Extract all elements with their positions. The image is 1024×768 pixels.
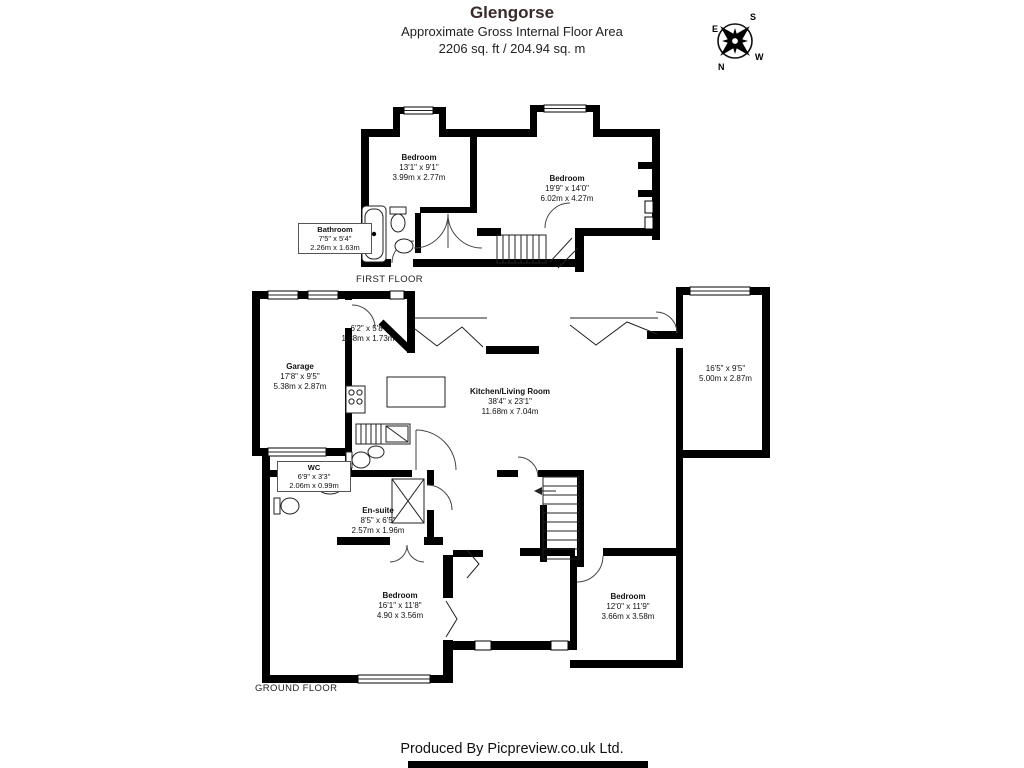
- room-label-garage: Garage 17'8" x 9'5" 5.38m x 2.87m: [255, 362, 345, 392]
- compass-north-label: N: [718, 62, 725, 72]
- first-floor-label: FIRST FLOOR: [356, 274, 424, 285]
- room-name: Kitchen/Living Room: [470, 387, 550, 396]
- room-name: Bedroom: [382, 591, 418, 600]
- first-floor-stairs: [496, 234, 579, 269]
- toilet-icon: [389, 206, 407, 233]
- wc-sink-icon: [367, 445, 385, 459]
- room-size-imperial: 13'1" x 9'1": [399, 163, 439, 172]
- room-size-imperial: 19'9" x 14'0": [545, 184, 589, 193]
- room-size-imperial: 7'5" x 5'4": [318, 234, 352, 243]
- ground-floor-windows: [267, 286, 751, 684]
- ensuite-toilet-icon: [273, 497, 300, 515]
- ground-floor-label: GROUND FLOOR: [255, 683, 338, 694]
- room-label-gf-bedroom-1: Bedroom 16'1" x 11'8" 4.90 x 3.56m: [340, 591, 460, 621]
- room-label-right-room: 16'5" x 9'5" 5.00m x 2.87m: [678, 364, 773, 384]
- room-size-imperial: 16'5" x 9'5": [705, 364, 746, 373]
- room-label-gf-bedroom-2: Bedroom 12'0" x 11'9" 3.66m x 3.58m: [568, 592, 688, 622]
- room-name: WC: [307, 463, 321, 472]
- room-name: Bedroom: [549, 174, 585, 183]
- room-size-metric: 6.02m x 4.27m: [540, 194, 594, 203]
- room-label-bathroom: Bathroom 7'5" x 5'4" 2.26m x 1.63m: [298, 223, 372, 254]
- room-name: Garage: [286, 362, 314, 371]
- room-size-metric: 11.68m x 7.04m: [481, 407, 539, 416]
- bottom-bar: [408, 761, 648, 768]
- room-label-ensuite: En-suite 8'5" x 6'5" 2.57m x 1.96m: [328, 506, 428, 536]
- room-name: Bedroom: [401, 153, 437, 162]
- ground-floor-plan: [252, 286, 770, 684]
- room-size-metric: 1.88m x 1.73m: [341, 334, 395, 343]
- room-size-imperial: 17'8" x 9'5": [280, 372, 320, 381]
- ground-floor-stairs: [534, 476, 580, 560]
- room-size-metric: 3.66m x 3.58m: [601, 612, 655, 621]
- room-size-metric: 2.26m x 1.63m: [310, 243, 360, 252]
- room-size-imperial: 38'4" x 23'1": [488, 397, 532, 406]
- room-size-metric: 5.38m x 2.87m: [273, 382, 327, 391]
- sink-icon: [394, 238, 414, 254]
- kitchen-sink-unit: [355, 423, 411, 445]
- room-size-imperial: 8'5" x 6'5": [360, 516, 396, 525]
- producer-credit: Produced By Picpreview.co.uk Ltd.: [400, 741, 624, 757]
- room-size-metric: 5.00m x 2.87m: [699, 374, 752, 383]
- room-name: Bedroom: [610, 592, 646, 601]
- room-size-imperial: 12'0" x 11'9": [606, 602, 650, 611]
- kitchen-island: [386, 376, 446, 408]
- room-name: Bathroom: [317, 225, 353, 234]
- page-title: Glengorse: [469, 3, 555, 22]
- compass-east-label: E: [712, 24, 718, 34]
- room-label-ff-bedroom-2: Bedroom 19'9" x 14'0" 6.02m x 4.27m: [507, 174, 627, 204]
- room-label-ff-bedroom-1: Bedroom 13'1" x 9'1" 3.99m x 2.77m: [359, 153, 479, 183]
- compass-rose-icon: S E W N: [712, 12, 764, 72]
- compass-west-label: W: [755, 52, 764, 62]
- first-floor-windows: [403, 104, 654, 230]
- room-size-imperial: 6'2" x 5'8": [350, 324, 386, 333]
- shower-icon: [391, 478, 425, 524]
- room-size-metric: 2.57m x 1.96m: [351, 526, 405, 535]
- floor-area-value: 2206 sq. ft / 204.94 sq. m: [438, 41, 586, 56]
- ground-floor-doors: [351, 304, 678, 583]
- room-label-kitchen-living: Kitchen/Living Room 38'4" x 23'1" 11.68m…: [440, 387, 580, 417]
- first-floor-doors: [391, 202, 571, 264]
- room-size-metric: 4.90 x 3.56m: [376, 611, 424, 620]
- room-size-metric: 3.99m x 2.77m: [392, 173, 446, 182]
- first-floor-plan: [361, 104, 660, 272]
- room-size-imperial: 6'9" x 3'3": [297, 472, 331, 481]
- stove-icon: [345, 385, 366, 414]
- page-subtitle: Approximate Gross Internal Floor Area: [401, 24, 623, 39]
- compass-south-label: S: [750, 12, 756, 22]
- room-name: En-suite: [362, 506, 394, 515]
- room-size-metric: 2.06m x 0.99m: [289, 481, 339, 490]
- bifold-door-icon: [414, 317, 658, 638]
- room-label-wc: WC 6'9" x 3'3" 2.06m x 0.99m: [277, 461, 351, 492]
- room-label-lobby: 6'2" x 5'8" 1.88m x 1.73m: [328, 324, 408, 344]
- room-size-imperial: 16'1" x 11'8": [378, 601, 422, 610]
